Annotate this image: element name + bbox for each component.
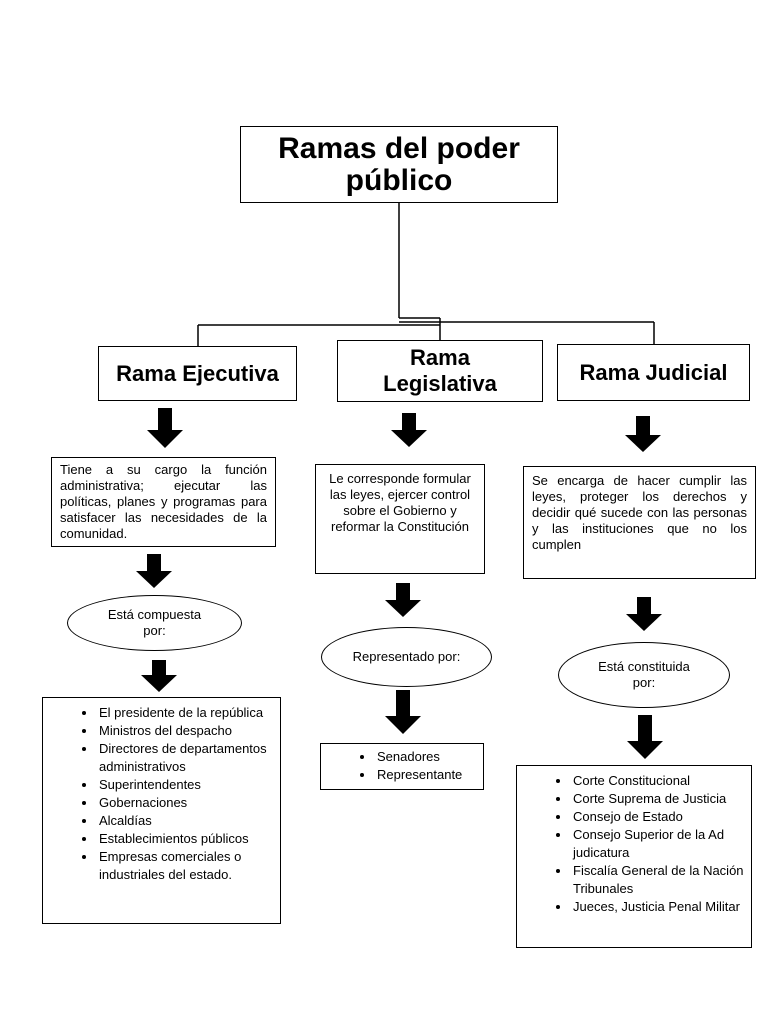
list-item: Jueces, Justicia Penal Militar <box>571 898 745 916</box>
list-item: Alcaldías <box>97 812 274 830</box>
list-item: Empresas comerciales o industriales del … <box>97 848 274 884</box>
list-item: Fiscalía General de la Nación Tribunales <box>571 862 745 898</box>
arrow-down-icon <box>385 690 421 734</box>
composition-label: Está compuesta por: <box>107 607 202 638</box>
list-item: El presidente de la república <box>97 704 274 722</box>
branch-title-judicial: Rama Judicial <box>557 344 750 401</box>
list-item: Consejo de Estado <box>571 808 745 826</box>
list-item: Superintendentes <box>97 776 274 794</box>
list-item: Consejo Superior de la Ad judicatura <box>571 826 745 862</box>
composition-label: Está constituida por: <box>598 659 690 690</box>
arrow-down-icon <box>141 660 177 692</box>
description-judicial: Se encarga de hacer cumplir las leyes, p… <box>523 466 756 579</box>
list-item: Senadores <box>375 748 477 766</box>
description-ejecutiva: Tiene a su cargo la función administrati… <box>51 457 276 547</box>
arrow-down-icon <box>391 413 427 447</box>
list-item: Corte Constitucional <box>571 772 745 790</box>
list-item: Ministros del despacho <box>97 722 274 740</box>
arrow-down-icon <box>625 416 661 452</box>
composition-oval-ejecutiva: Está compuesta por: <box>67 595 242 651</box>
list-item: Directores de departamentos administrati… <box>97 740 274 776</box>
arrow-down-icon <box>627 715 663 759</box>
list-item: Representante <box>375 766 477 784</box>
composition-label: Representado por: <box>352 649 461 664</box>
members-list-judicial: Corte Constitucional Corte Suprema de Ju… <box>516 765 752 948</box>
members-list-legislativa: Senadores Representante <box>320 743 484 790</box>
arrow-down-icon <box>626 597 662 631</box>
composition-oval-judicial: Está constituida por: <box>558 642 730 708</box>
arrow-down-icon <box>147 408 183 448</box>
description-legislativa: Le corresponde formular las leyes, ejerc… <box>315 464 485 574</box>
branch-title-legislativa: Rama Legislativa <box>337 340 543 402</box>
arrow-down-icon <box>136 554 172 588</box>
members-list-ejecutiva: El presidente de la república Ministros … <box>42 697 281 924</box>
list-item: Corte Suprema de Justicia <box>571 790 745 808</box>
branch-title-ejecutiva: Rama Ejecutiva <box>98 346 297 401</box>
list-item: Gobernaciones <box>97 794 274 812</box>
arrow-down-icon <box>385 583 421 617</box>
composition-oval-legislativa: Representado por: <box>321 627 492 687</box>
diagram-title: Ramas del poder público <box>240 126 558 203</box>
list-item: Establecimientos públicos <box>97 830 274 848</box>
